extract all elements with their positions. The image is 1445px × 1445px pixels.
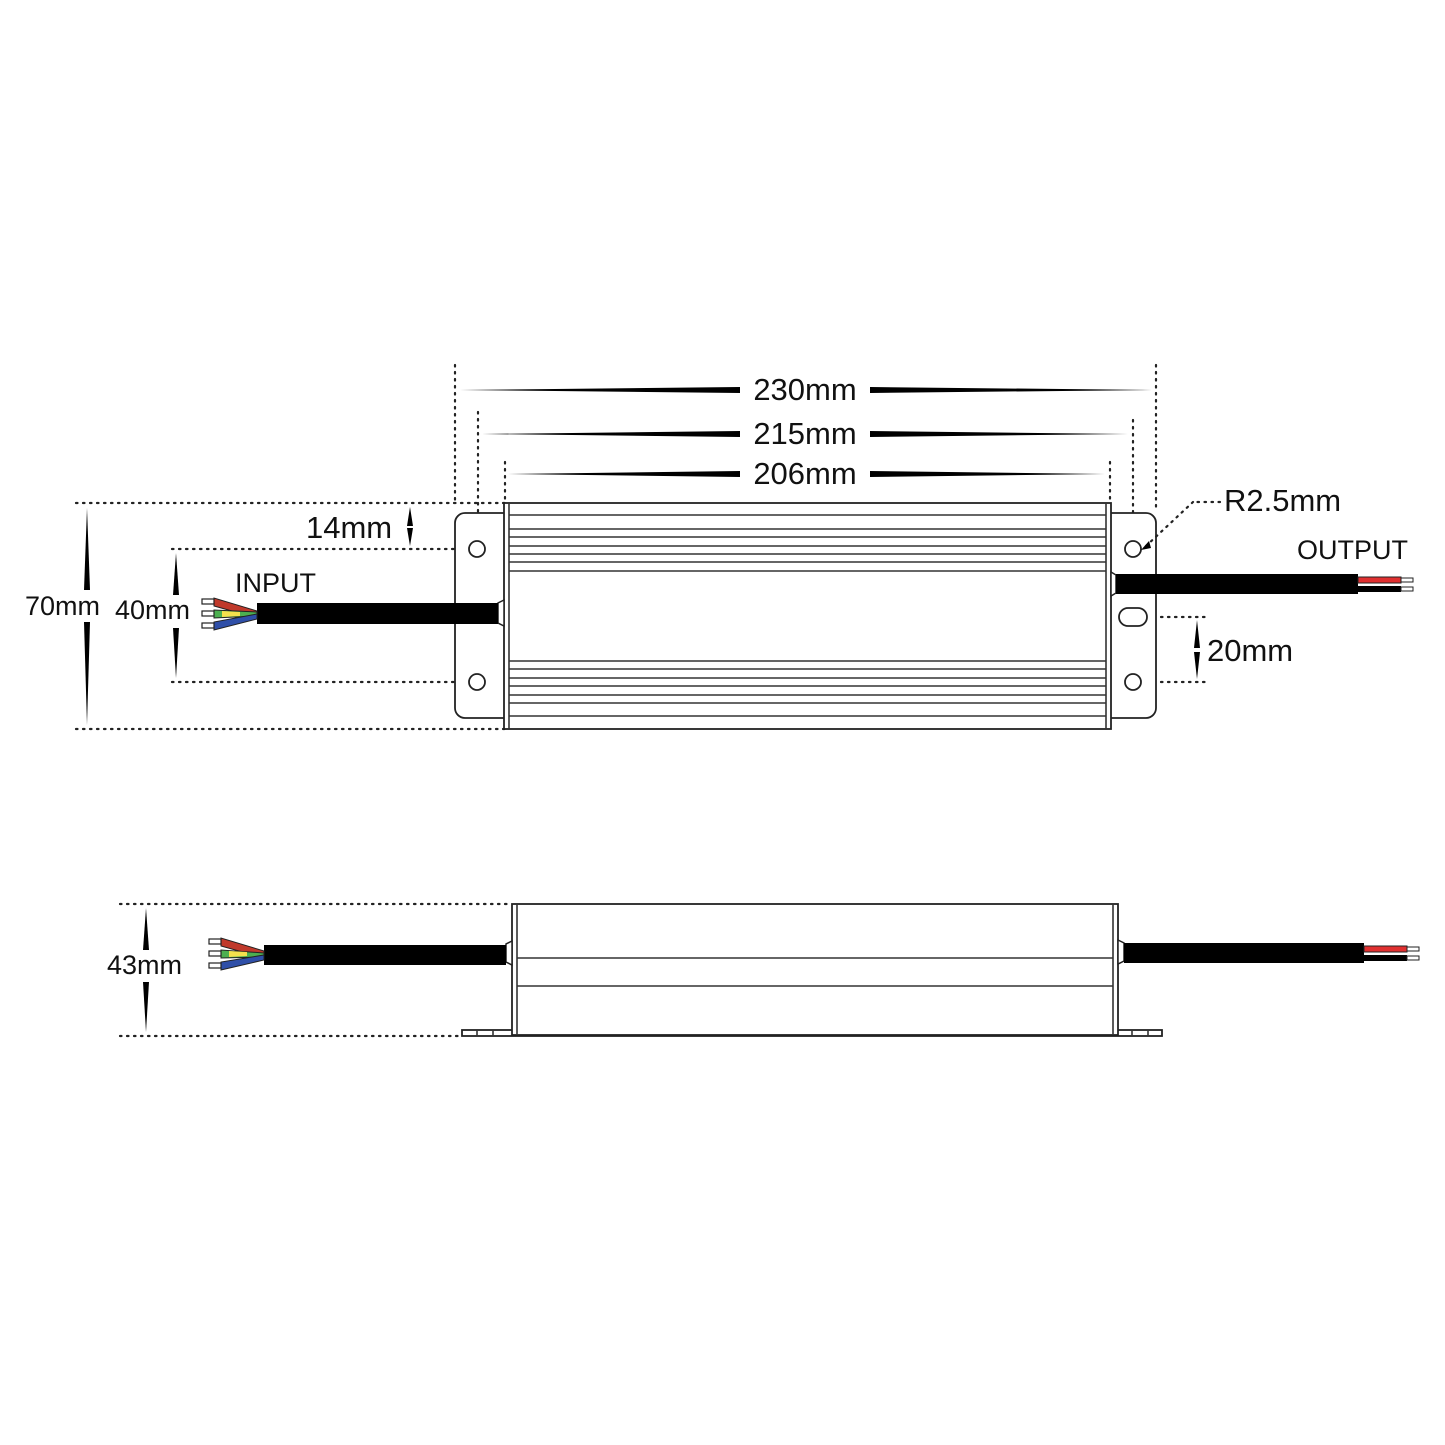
top-view: 230mm 215mm 206mm — [25, 363, 1414, 731]
dimension-label-hole-spacing: 40mm — [115, 595, 190, 625]
side-enclosure-body — [511, 903, 1119, 1036]
mounting-slot — [1118, 607, 1148, 627]
dimension-label-hole-pitch: 215mm — [753, 416, 856, 451]
side-input-cable — [208, 937, 513, 971]
output-cable — [1110, 570, 1414, 598]
dimension-20mm: 20mm — [1194, 620, 1293, 679]
dimension-label-flange-offset: 14mm — [306, 510, 392, 545]
dimension-70mm: 70mm — [25, 508, 100, 725]
side-output-cable — [1117, 938, 1420, 966]
dimension-230mm: 230mm — [460, 372, 1152, 407]
dimension-206mm: 206mm — [508, 456, 1105, 491]
dimension-label-body-length: 206mm — [753, 456, 856, 491]
dimension-label-overall-length: 230mm — [753, 372, 856, 407]
mounting-hole-bottom-right — [1124, 673, 1142, 691]
dimension-label-height: 43mm — [107, 950, 182, 980]
input-label: INPUT — [235, 568, 316, 598]
hole-radius-callout: R2.5mm — [1141, 483, 1341, 550]
dimension-215mm: 215mm — [482, 416, 1128, 451]
output-label: OUTPUT — [1297, 535, 1408, 565]
heatsink-fins-bottom — [509, 660, 1106, 717]
heatsink-fins-top — [509, 514, 1106, 572]
dimension-43mm: 43mm — [107, 908, 182, 1032]
mounting-hole-top-right — [1124, 540, 1142, 558]
side-view: 43mm — [107, 902, 1420, 1038]
mounting-hole-top-left — [468, 540, 486, 558]
input-cable — [201, 597, 505, 631]
dimension-label-hole-radius: R2.5mm — [1224, 483, 1341, 518]
dimension-40mm: 40mm — [115, 553, 190, 678]
dimension-label-slot-offset: 20mm — [1207, 633, 1293, 668]
mounting-hole-bottom-left — [468, 673, 486, 691]
dimension-label-overall-width: 70mm — [25, 591, 100, 621]
dimension-14mm: 14mm — [306, 507, 413, 546]
